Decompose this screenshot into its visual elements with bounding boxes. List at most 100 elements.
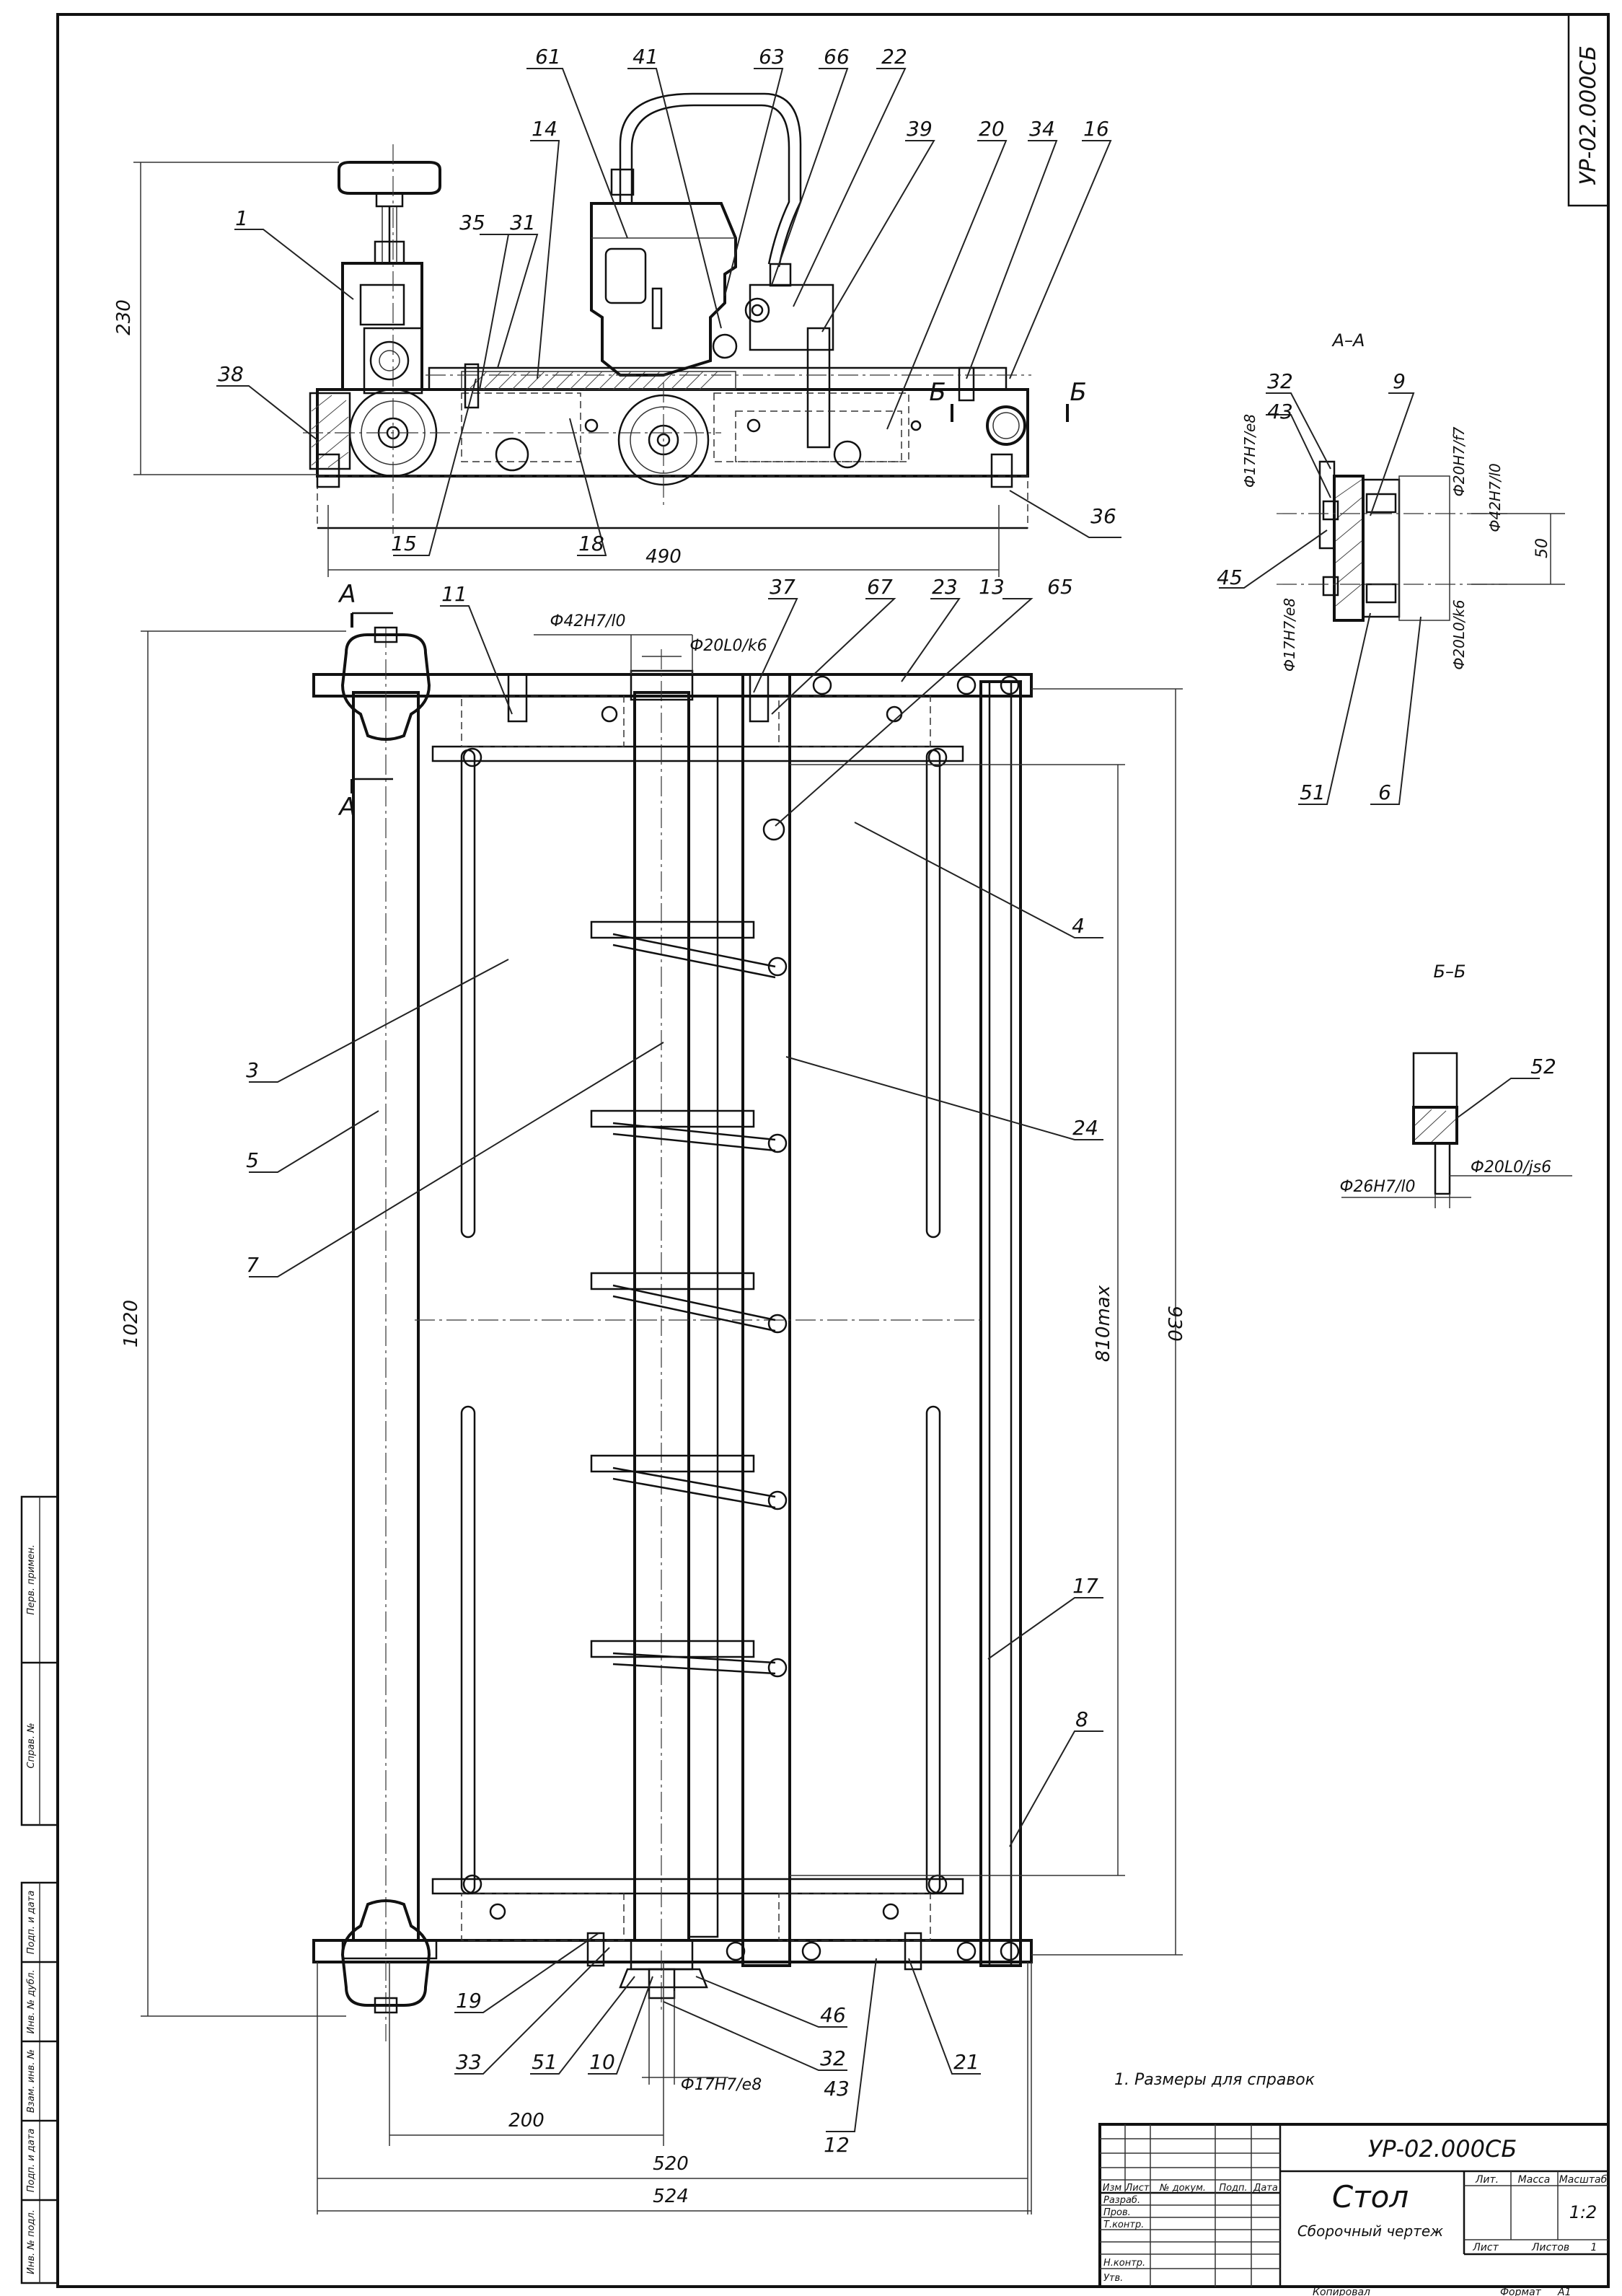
dim-930: 930 bbox=[1163, 1306, 1185, 1342]
callout-41: 41 bbox=[633, 45, 658, 69]
tb-designation: УР-02.000СБ bbox=[1368, 2135, 1517, 2163]
callout-18: 18 bbox=[578, 532, 604, 555]
callout-6: 6 bbox=[1378, 780, 1391, 804]
callout-4: 4 bbox=[1072, 914, 1085, 938]
callout-19: 19 bbox=[456, 1989, 482, 2013]
stamp-perv: Перв. примен. bbox=[26, 1544, 37, 1615]
callout-7: 7 bbox=[246, 1253, 259, 1277]
tb-role-nkontr: Н.контр. bbox=[1103, 2258, 1145, 2269]
dim-490: 490 bbox=[645, 546, 682, 568]
footer-format-label: Формат bbox=[1500, 2287, 1542, 2296]
stamp-podp1: Подп. и дата bbox=[26, 1891, 37, 1955]
callout-numbers: 1 38 35 31 14 61 41 63 66 22 39 20 34 16… bbox=[218, 45, 1556, 2157]
side-stamp bbox=[20, 1495, 59, 2284]
front-view bbox=[303, 92, 1031, 534]
callout-16: 16 bbox=[1083, 117, 1109, 141]
callout-61: 61 bbox=[535, 45, 561, 69]
fit-42h7l0-a: Ф42Н7/l0 bbox=[1486, 463, 1504, 532]
tb-head-doc: № докум. bbox=[1159, 2183, 1206, 2194]
callout-5: 5 bbox=[246, 1148, 259, 1172]
callout-22: 22 bbox=[881, 45, 907, 69]
tb-title: Стол bbox=[1332, 2179, 1409, 2214]
callout-52: 52 bbox=[1530, 1055, 1556, 1078]
callout-51: 51 bbox=[532, 2050, 557, 2074]
callout-20: 20 bbox=[979, 117, 1005, 141]
sheet-frame bbox=[56, 13, 1610, 2288]
callout-12: 12 bbox=[824, 2133, 850, 2157]
dim-200: 200 bbox=[508, 2110, 545, 2132]
tb-lit-label: Лит. bbox=[1475, 2174, 1499, 2186]
tb-role-prov: Пров. bbox=[1103, 2207, 1131, 2218]
callout-21: 21 bbox=[953, 2050, 979, 2074]
callout-31: 31 bbox=[510, 211, 536, 234]
fit-26h7l0: Ф26Н7/l0 bbox=[1340, 1178, 1416, 1196]
callout-35: 35 bbox=[459, 211, 485, 234]
fit-20l0k6-a: Ф20L0/k6 bbox=[1450, 599, 1468, 670]
callout-65: 65 bbox=[1047, 575, 1073, 599]
dim-1020: 1020 bbox=[120, 1300, 142, 1347]
callout-67: 67 bbox=[867, 575, 893, 599]
section-mark-b-left: Б bbox=[929, 378, 946, 407]
fit-20l0k6-top: Ф20L0/k6 bbox=[689, 637, 767, 655]
callout-34: 34 bbox=[1029, 117, 1055, 141]
tb-head-list: Лист bbox=[1125, 2183, 1150, 2194]
dim-50: 50 bbox=[1533, 538, 1551, 558]
callout-32: 32 bbox=[820, 2046, 846, 2070]
callout-15: 15 bbox=[391, 532, 417, 555]
section-mark-a-top: А bbox=[338, 580, 356, 609]
callout-9: 9 bbox=[1393, 369, 1406, 393]
tb-scale-label: Масштаб bbox=[1559, 2174, 1608, 2186]
plan-view bbox=[312, 404, 1069, 2041]
callout-24: 24 bbox=[1072, 1116, 1098, 1140]
tb-head-izm: Изм bbox=[1103, 2183, 1122, 2194]
callout-39: 39 bbox=[907, 117, 933, 141]
callout-13: 13 bbox=[979, 575, 1005, 599]
bolt-heads bbox=[462, 673, 1020, 1971]
tb-subtitle: Сборочный чертеж bbox=[1297, 2222, 1443, 2240]
title-block bbox=[1098, 2123, 1610, 2288]
callout-66: 66 bbox=[824, 45, 850, 69]
callout-38: 38 bbox=[218, 362, 244, 386]
callout-45: 45 bbox=[1217, 566, 1243, 589]
fit-17h7e8-a2: Ф17Н7/е8 bbox=[1281, 598, 1298, 672]
tb-mass-label: Масса bbox=[1518, 2174, 1551, 2186]
callout-33: 33 bbox=[456, 2050, 482, 2074]
callout-36: 36 bbox=[1090, 504, 1116, 528]
callout-17: 17 bbox=[1072, 1574, 1098, 1598]
stamp-podp2: Подп. и дата bbox=[26, 2129, 37, 2193]
fit-17h7e8-a: Ф17Н7/е8 bbox=[1241, 414, 1259, 488]
dim-230: 230 bbox=[113, 299, 135, 335]
dim-520: 520 bbox=[653, 2153, 689, 2175]
fit-17h7e8-bottom: Ф17Н7/е8 bbox=[681, 2076, 762, 2094]
dim-810max: 810max bbox=[1093, 1285, 1114, 1362]
callout-14: 14 bbox=[532, 117, 557, 141]
stamp-inv-dubl: Инв. № дубл. bbox=[26, 1970, 37, 2034]
section-aa bbox=[1277, 460, 1565, 622]
fit-20l0js6: Ф20L0/js6 bbox=[1471, 1158, 1551, 1176]
section-mark-b-right: Б bbox=[1070, 378, 1086, 407]
stamp-sprav: Справ. № bbox=[26, 1723, 37, 1768]
section-bb-label: Б–Б bbox=[1434, 962, 1466, 982]
tb-sheets-label: Листов bbox=[1531, 2242, 1569, 2253]
section-bb bbox=[1412, 1052, 1458, 1208]
callout-37: 37 bbox=[770, 575, 795, 599]
fit-20h7f7: Ф20Н7/f7 bbox=[1450, 426, 1468, 496]
tb-role-razrab: Разраб. bbox=[1103, 2195, 1140, 2206]
callout-63: 63 bbox=[759, 45, 785, 69]
callout-23: 23 bbox=[932, 575, 958, 599]
callout-51b: 51 bbox=[1300, 780, 1326, 804]
callout-46: 46 bbox=[820, 2003, 846, 2027]
callout-43b: 43 bbox=[1267, 400, 1293, 423]
callout-11: 11 bbox=[441, 582, 467, 606]
tb-head-podp: Подп. bbox=[1219, 2183, 1247, 2194]
callout-8: 8 bbox=[1075, 1707, 1088, 1731]
callout-43: 43 bbox=[824, 2077, 850, 2101]
callout-1: 1 bbox=[235, 206, 248, 230]
designation-rotated: УР-02.000СБ bbox=[1576, 45, 1601, 185]
callout-32b: 32 bbox=[1267, 369, 1293, 393]
callout-3: 3 bbox=[246, 1058, 259, 1082]
tb-role-utv: Утв. bbox=[1103, 2273, 1123, 2284]
fit-42h7l0-top: Ф42Н7/l0 bbox=[550, 612, 626, 630]
